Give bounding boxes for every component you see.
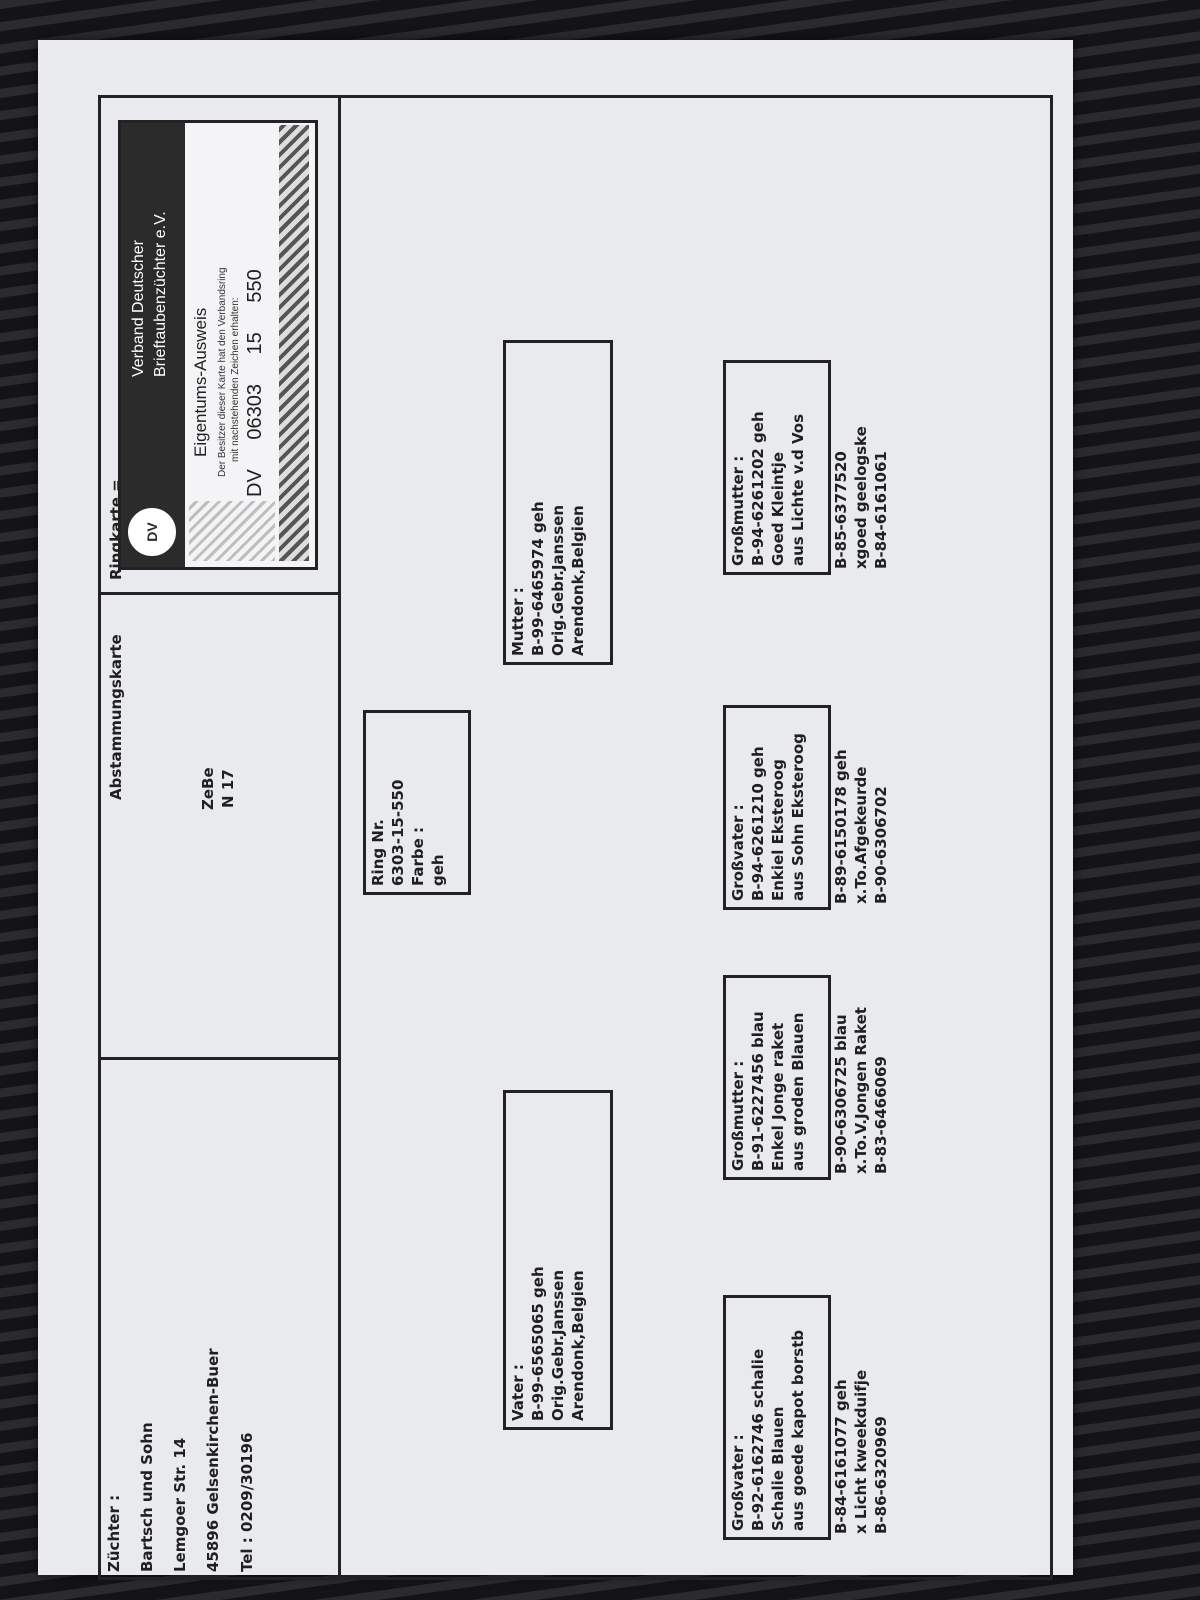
mother-box: Mutter : B-99-6465974 geh Orig.Gebr.Jans…: [503, 340, 613, 665]
mother-ring: B-99-6465974 geh: [529, 501, 547, 656]
mother-location: Arendonk,Belgien: [569, 505, 587, 656]
mgf-ring: B-94-6261210 geh: [749, 746, 767, 901]
mgf-name: Enkiel Eksteroog: [769, 759, 787, 901]
ownership-title: Eigentums-Ausweis: [191, 307, 210, 457]
mgf-parentage: aus Sohn Eksteroog: [789, 733, 807, 901]
bird-name-line2: N 17: [219, 769, 237, 808]
breeder-label: Züchter :: [105, 1494, 123, 1572]
mgm-parentage: aus Lichte v.d Vos: [789, 413, 807, 566]
security-pattern: [189, 501, 275, 561]
ring-club: 06303: [244, 384, 266, 440]
ring-prefix: DV: [244, 469, 266, 497]
mgm-dam: xgoed geelogske: [852, 426, 870, 569]
ring-number: 550: [244, 269, 266, 303]
mgf-dam: x.To.Afgekeurde: [852, 766, 870, 904]
page-title: Abstammungskarte: [107, 634, 125, 800]
pgm-label: Großmutter :: [729, 1060, 747, 1171]
breeder-city: 45896 Gelsenkirchen-Buer: [204, 1348, 222, 1572]
ownership-card: DV Verband Deutscher Brieftaubenzüchter …: [118, 120, 318, 570]
paternal-grandfather-box: Großvater : B-92-6162746 schalie Schalie…: [723, 1295, 831, 1540]
father-origin: Orig.Gebr.Janssen: [549, 1270, 567, 1421]
dv-logo-icon: DV: [125, 505, 179, 559]
maternal-grandmother-box: Großmutter : B-94-6261202 geh Goed Klein…: [723, 360, 831, 575]
ownership-subtext-2: mit nachstehenden Zeichen erhalten:: [230, 297, 241, 462]
pgf-ring: B-92-6162746 schalie: [749, 1348, 767, 1531]
mother-origin: Orig.Gebr.Janssen: [549, 505, 567, 656]
bird-name-line1: ZeBe: [199, 767, 217, 810]
mgf-sire-ring: B-89-6150178 geh: [832, 749, 850, 904]
mgf-label: Großvater :: [729, 804, 747, 901]
org-name-line1: Verband Deutscher: [130, 240, 147, 377]
pgm-ring: B-91-6227456 blau: [749, 1011, 767, 1171]
pedigree-sheet: Züchter : Bartsch und Sohn Lemgoer Str. …: [98, 90, 1058, 1580]
pgf-label: Großvater :: [729, 1434, 747, 1531]
pgm-sire-ring: B-90-6306725 blau: [832, 1014, 850, 1174]
mgm-name: Goed Kleintje: [769, 452, 787, 566]
father-location: Arendonk,Belgien: [569, 1270, 587, 1421]
security-border-pattern: [279, 125, 309, 561]
mgf-extra: B-89-6150178 geh x.To.Afgekeurde B-90-63…: [831, 749, 891, 904]
pgf-name: Schalie Blauen: [769, 1406, 787, 1531]
bird-name: ZeBe N 17: [198, 767, 238, 810]
pgm-dam: x.To.V.Jongen Raket: [852, 1007, 870, 1174]
mgm-label: Großmutter :: [729, 455, 747, 566]
breeder-street: Lemgoer Str. 14: [171, 1437, 189, 1572]
bird-color-label: Farbe :: [409, 826, 427, 886]
ownership-card-header: DV Verband Deutscher Brieftaubenzüchter …: [121, 123, 185, 567]
father-ring: B-99-6565065 geh: [529, 1266, 547, 1421]
mother-label: Mutter :: [509, 587, 527, 656]
mgf-dam-ring: B-90-6306702: [872, 786, 890, 904]
pgm-dam-ring: B-83-6466069: [872, 1056, 890, 1174]
breeder-name: Bartsch und Sohn: [138, 1422, 156, 1572]
breeder-info: Züchter : Bartsch und Sohn Lemgoer Str. …: [104, 1348, 270, 1572]
bird-color: geh: [429, 854, 447, 886]
father-box: Vater : B-99-6565065 geh Orig.Gebr.Janss…: [503, 1090, 613, 1430]
bird-ring-number: 6303-15-550: [389, 779, 407, 886]
mgm-sire-ring: B-85-6377520: [832, 451, 850, 569]
header-divider: [338, 95, 341, 1580]
ring-year: 15: [244, 332, 266, 355]
pgf-dam-ring: B-86-6320969: [872, 1416, 890, 1534]
ownership-ring-number: DV 06303 15 550: [244, 255, 266, 497]
father-label: Vater :: [509, 1364, 527, 1421]
mgm-dam-ring: B-84-6161061: [872, 451, 890, 569]
org-name-line2: Brieftaubenzüchter e.V.: [152, 211, 169, 377]
maternal-grandfather-box: Großvater : B-94-6261210 geh Enkiel Ekst…: [723, 705, 831, 910]
pgf-dam: x Licht kweekduifje: [852, 1369, 870, 1534]
pgf-extra: B-84-6161077 geh x Licht kweekduifje B-8…: [831, 1370, 891, 1534]
bird-ring-label: Ring Nr.: [369, 819, 387, 886]
pgm-parentage: aus groden Blauen: [789, 1012, 807, 1171]
pedigree-card: Züchter : Bartsch und Sohn Lemgoer Str. …: [38, 40, 1073, 1580]
pgf-sire-ring: B-84-6161077 geh: [832, 1379, 850, 1534]
header-divider-left: [98, 1057, 338, 1060]
pgf-parentage: aus goede kapot borstb: [789, 1329, 807, 1531]
bird-ring-box: Ring Nr. 6303-15-550 Farbe : geh: [363, 710, 471, 895]
mgm-ring: B-94-6261202 geh: [749, 411, 767, 566]
mgm-extra: B-85-6377520 xgoed geelogske B-84-616106…: [831, 426, 891, 569]
paternal-grandmother-box: Großmutter : B-91-6227456 blau Enkel Jon…: [723, 975, 831, 1180]
header-divider-right: [98, 592, 338, 595]
breeder-tel: Tel : 0209/30196: [238, 1432, 256, 1572]
pgm-extra: B-90-6306725 blau x.To.V.Jongen Raket B-…: [831, 1007, 891, 1174]
pgm-name: Enkel Jonge raket: [769, 1022, 787, 1171]
